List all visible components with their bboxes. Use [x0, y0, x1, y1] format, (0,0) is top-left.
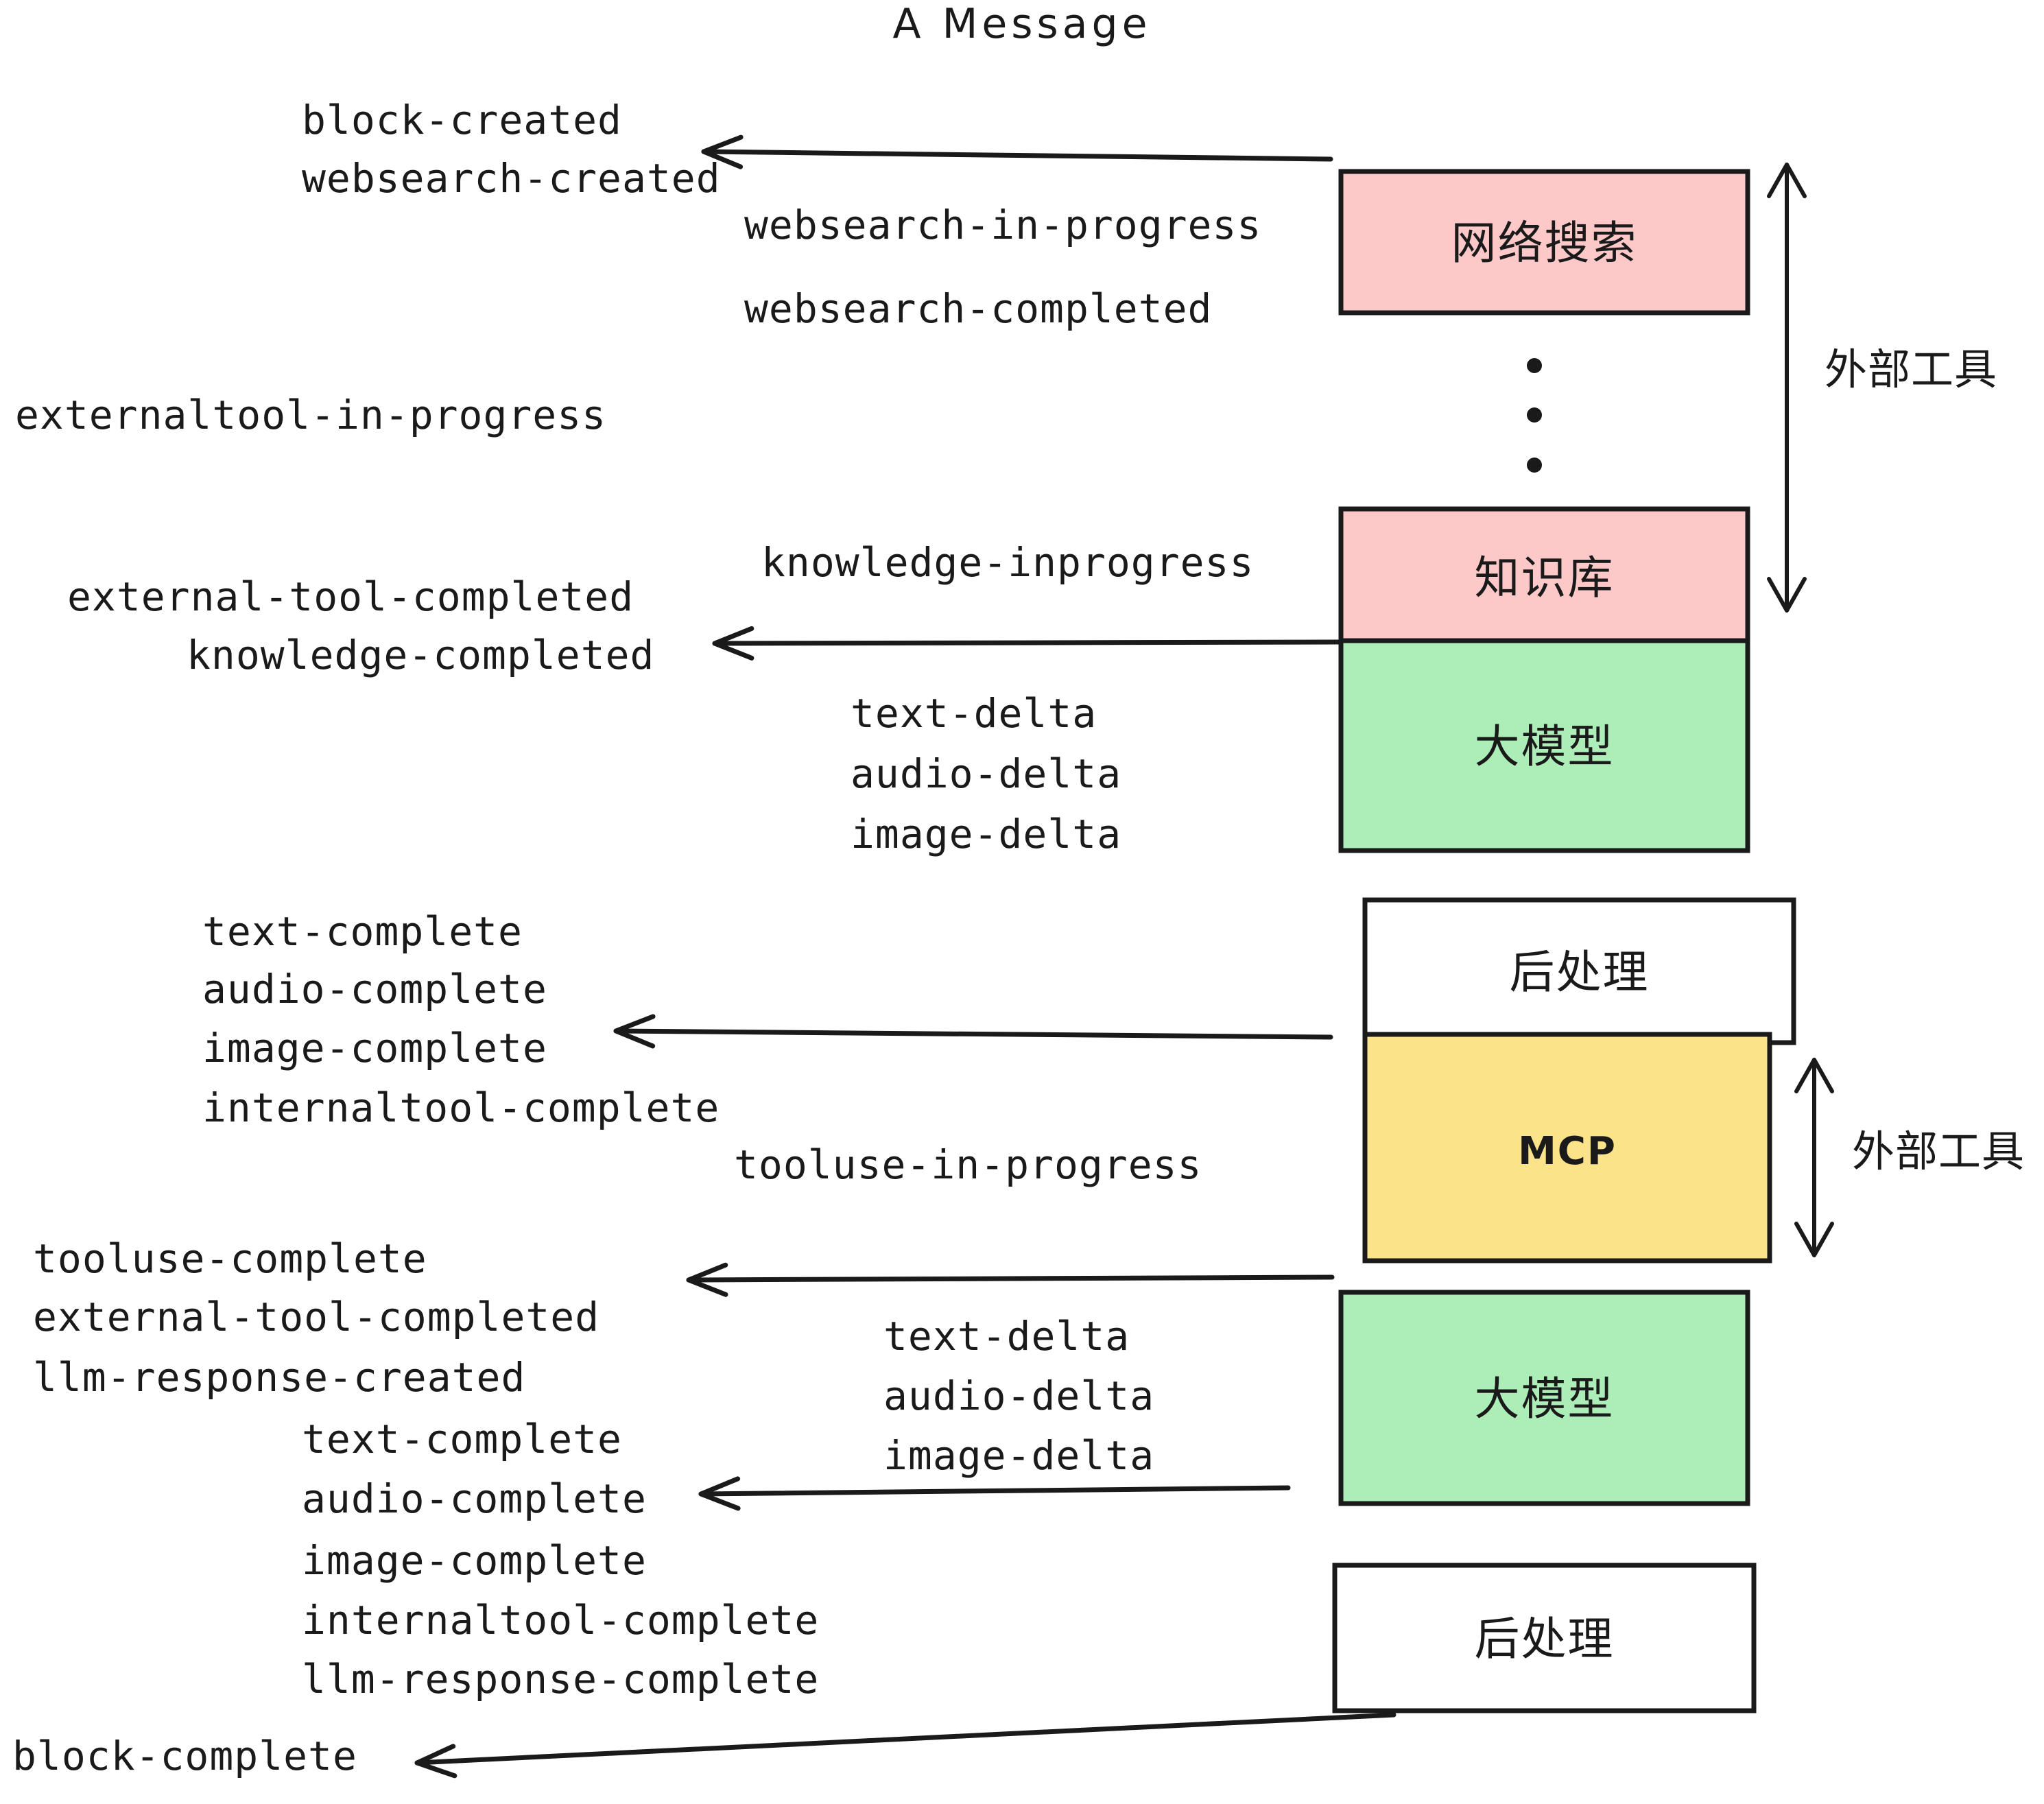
event-label: websearch-created	[302, 155, 721, 202]
ellipsis-dot-1	[1527, 358, 1542, 373]
node-box-mcp[interactable]: MCP	[1362, 1032, 1772, 1263]
arrow-head	[698, 1476, 741, 1511]
diagram-title: A Message	[892, 0, 1151, 48]
arrow-head	[712, 626, 754, 661]
node-box-label: 后处理	[1475, 1613, 1615, 1665]
event-label: tooluse-in-progress	[734, 1141, 1202, 1188]
node-box-websearch[interactable]: 网络搜索	[1338, 169, 1750, 316]
event-label: external-tool-completed	[67, 573, 634, 620]
event-label: internaltool-complete	[202, 1084, 720, 1131]
arrow-head	[701, 134, 744, 169]
span-arrow-group	[1767, 163, 1834, 1257]
ellipsis-dots	[1527, 358, 1542, 473]
side-label-external-tool-bottom: 外部工具	[1852, 1126, 2025, 1176]
arrow-shaft	[712, 639, 1342, 646]
arrow-head	[613, 1014, 656, 1049]
span-arrow-head-down	[1794, 1222, 1834, 1257]
node-box-label: 大模型	[1475, 1373, 1615, 1425]
span-arrow-head-down	[1767, 577, 1807, 613]
event-label: knowledge-completed	[187, 632, 654, 678]
event-label: internaltool-complete	[302, 1597, 819, 1643]
event-label: audio-complete	[302, 1475, 647, 1522]
event-label: websearch-completed	[744, 285, 1212, 332]
event-label: text-delta	[883, 1313, 1130, 1360]
node-box-rect	[1332, 1563, 1757, 1713]
event-label: image-complete	[302, 1537, 647, 1584]
event-label: text-delta	[851, 690, 1097, 737]
node-box-knowledge[interactable]: 知识库	[1338, 506, 1750, 648]
event-label: image-complete	[202, 1025, 547, 1071]
span-arrow-head-up	[1767, 163, 1807, 198]
node-box-label: 后处理	[1510, 946, 1650, 999]
arrow-head	[414, 1744, 457, 1779]
node-box-rect	[1338, 638, 1750, 853]
node-box-label: 网络搜索	[1451, 217, 1638, 270]
event-arrow-group	[414, 134, 1397, 1779]
node-box-rect	[1362, 897, 1796, 1045]
node-box-rect	[1338, 506, 1750, 648]
arrow-shaft	[698, 1485, 1291, 1497]
event-label: image-delta	[851, 811, 1121, 857]
span-external-tool-bottom	[1794, 1058, 1834, 1257]
arrow-shaft	[701, 149, 1333, 162]
event-label: audio-delta	[883, 1373, 1154, 1419]
ellipsis-dot-3	[1527, 458, 1542, 473]
arrow-image-complete	[613, 1014, 1333, 1049]
arrow-head	[686, 1262, 728, 1297]
span-external-tool-top	[1767, 163, 1807, 613]
arrow-tooluse-complete	[686, 1262, 1335, 1297]
node-box-llm-2[interactable]: 大模型	[1338, 1290, 1750, 1506]
event-label: external-tool-completed	[33, 1294, 599, 1340]
arrow-audio-complete	[698, 1476, 1291, 1511]
side-label-external-tool-top: 外部工具	[1825, 344, 1997, 394]
event-label-group: block-created websearch-created websearch-…	[12, 97, 1261, 1779]
event-label: audio-complete	[202, 966, 547, 1012]
event-label: audio-delta	[851, 750, 1121, 797]
node-box-rect	[1338, 1290, 1750, 1506]
node-box-rect	[1362, 1032, 1772, 1263]
arrow-knowledge-done	[712, 626, 1342, 661]
event-label: image-delta	[883, 1432, 1154, 1479]
node-box-postproc-1[interactable]: 后处理	[1362, 897, 1796, 1045]
ellipsis-dot-2	[1527, 407, 1542, 423]
event-label: tooluse-complete	[33, 1235, 427, 1282]
arrow-block-created	[701, 134, 1333, 169]
arrow-shaft	[613, 1028, 1333, 1040]
event-label: block-created	[302, 97, 622, 143]
event-label: externaltool-in-progress	[15, 392, 606, 438]
node-box-label: 大模型	[1475, 720, 1615, 773]
node-box-rect	[1338, 169, 1750, 316]
event-label: llm-response-created	[33, 1354, 525, 1401]
arrow-shaft	[414, 1712, 1397, 1766]
node-box-postproc-2[interactable]: 后处理	[1332, 1563, 1757, 1713]
event-label: text-complete	[302, 1416, 622, 1462]
node-box-label: 知识库	[1475, 551, 1615, 604]
event-label: websearch-in-progress	[744, 202, 1261, 248]
node-box-llm-1[interactable]: 大模型	[1338, 638, 1750, 853]
arrow-shaft	[686, 1274, 1335, 1283]
event-label: block-complete	[12, 1733, 357, 1779]
event-label: knowledge-inprogress	[761, 539, 1254, 586]
event-label: llm-response-complete	[302, 1656, 819, 1702]
event-label: text-complete	[202, 908, 523, 955]
arrow-block-complete	[414, 1712, 1397, 1779]
node-box-label: MCP	[1518, 1129, 1617, 1174]
span-arrow-head-up	[1794, 1058, 1834, 1093]
